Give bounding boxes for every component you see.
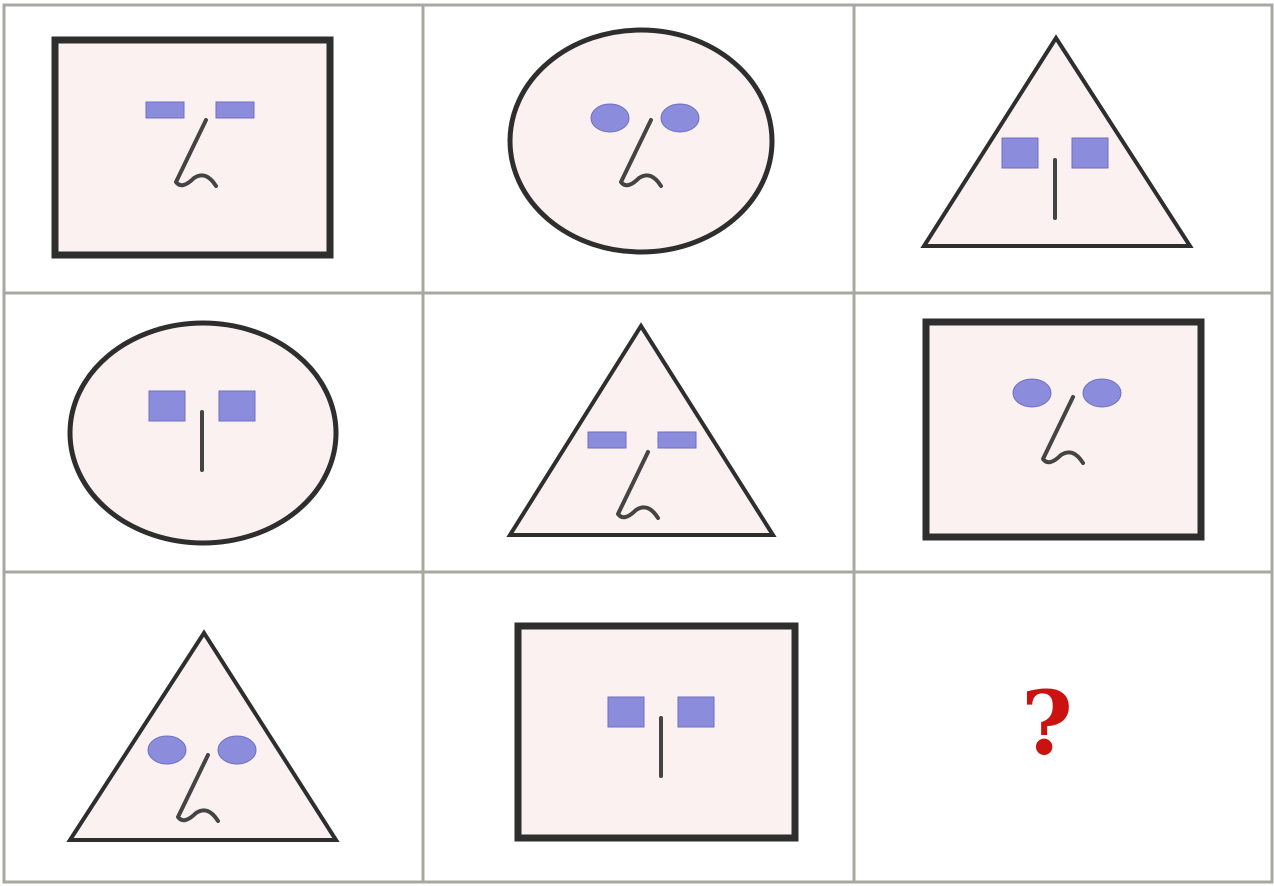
eye-right-flat-rectangle-icon [658,432,696,448]
cell-r2-c2 [510,326,773,535]
eye-right-square-icon [219,391,255,421]
eye-left-flat-rectangle-icon [146,102,184,118]
eye-left-square-icon [608,697,644,727]
cell-r3-c1 [70,633,336,840]
missing-cell-question-mark: ? [1021,671,1073,775]
eye-left-oval-icon [148,736,186,764]
eye-left-square-icon [149,391,185,421]
cell-r1-c1 [55,40,330,255]
eye-left-oval-icon [591,104,629,132]
cell-r1-c2 [510,30,772,252]
eye-right-square-icon [1072,138,1108,168]
eye-right-oval-icon [218,736,256,764]
triangle-face-outline [510,326,773,535]
eye-right-oval-icon [661,104,699,132]
cell-r2-c3 [926,322,1201,537]
cell-r3-c2 [518,626,795,838]
eye-right-flat-rectangle-icon [216,102,254,118]
eye-left-flat-rectangle-icon [588,432,626,448]
square-face-outline [926,322,1201,537]
eye-right-oval-icon [1083,379,1121,407]
eye-right-square-icon [678,697,714,727]
eye-left-oval-icon [1013,379,1051,407]
cell-r1-c3 [924,38,1190,246]
eye-left-square-icon [1002,138,1038,168]
square-face-outline [518,626,795,838]
cell-r3-c3: ? [1021,671,1073,775]
cell-r2-c1 [70,323,336,543]
